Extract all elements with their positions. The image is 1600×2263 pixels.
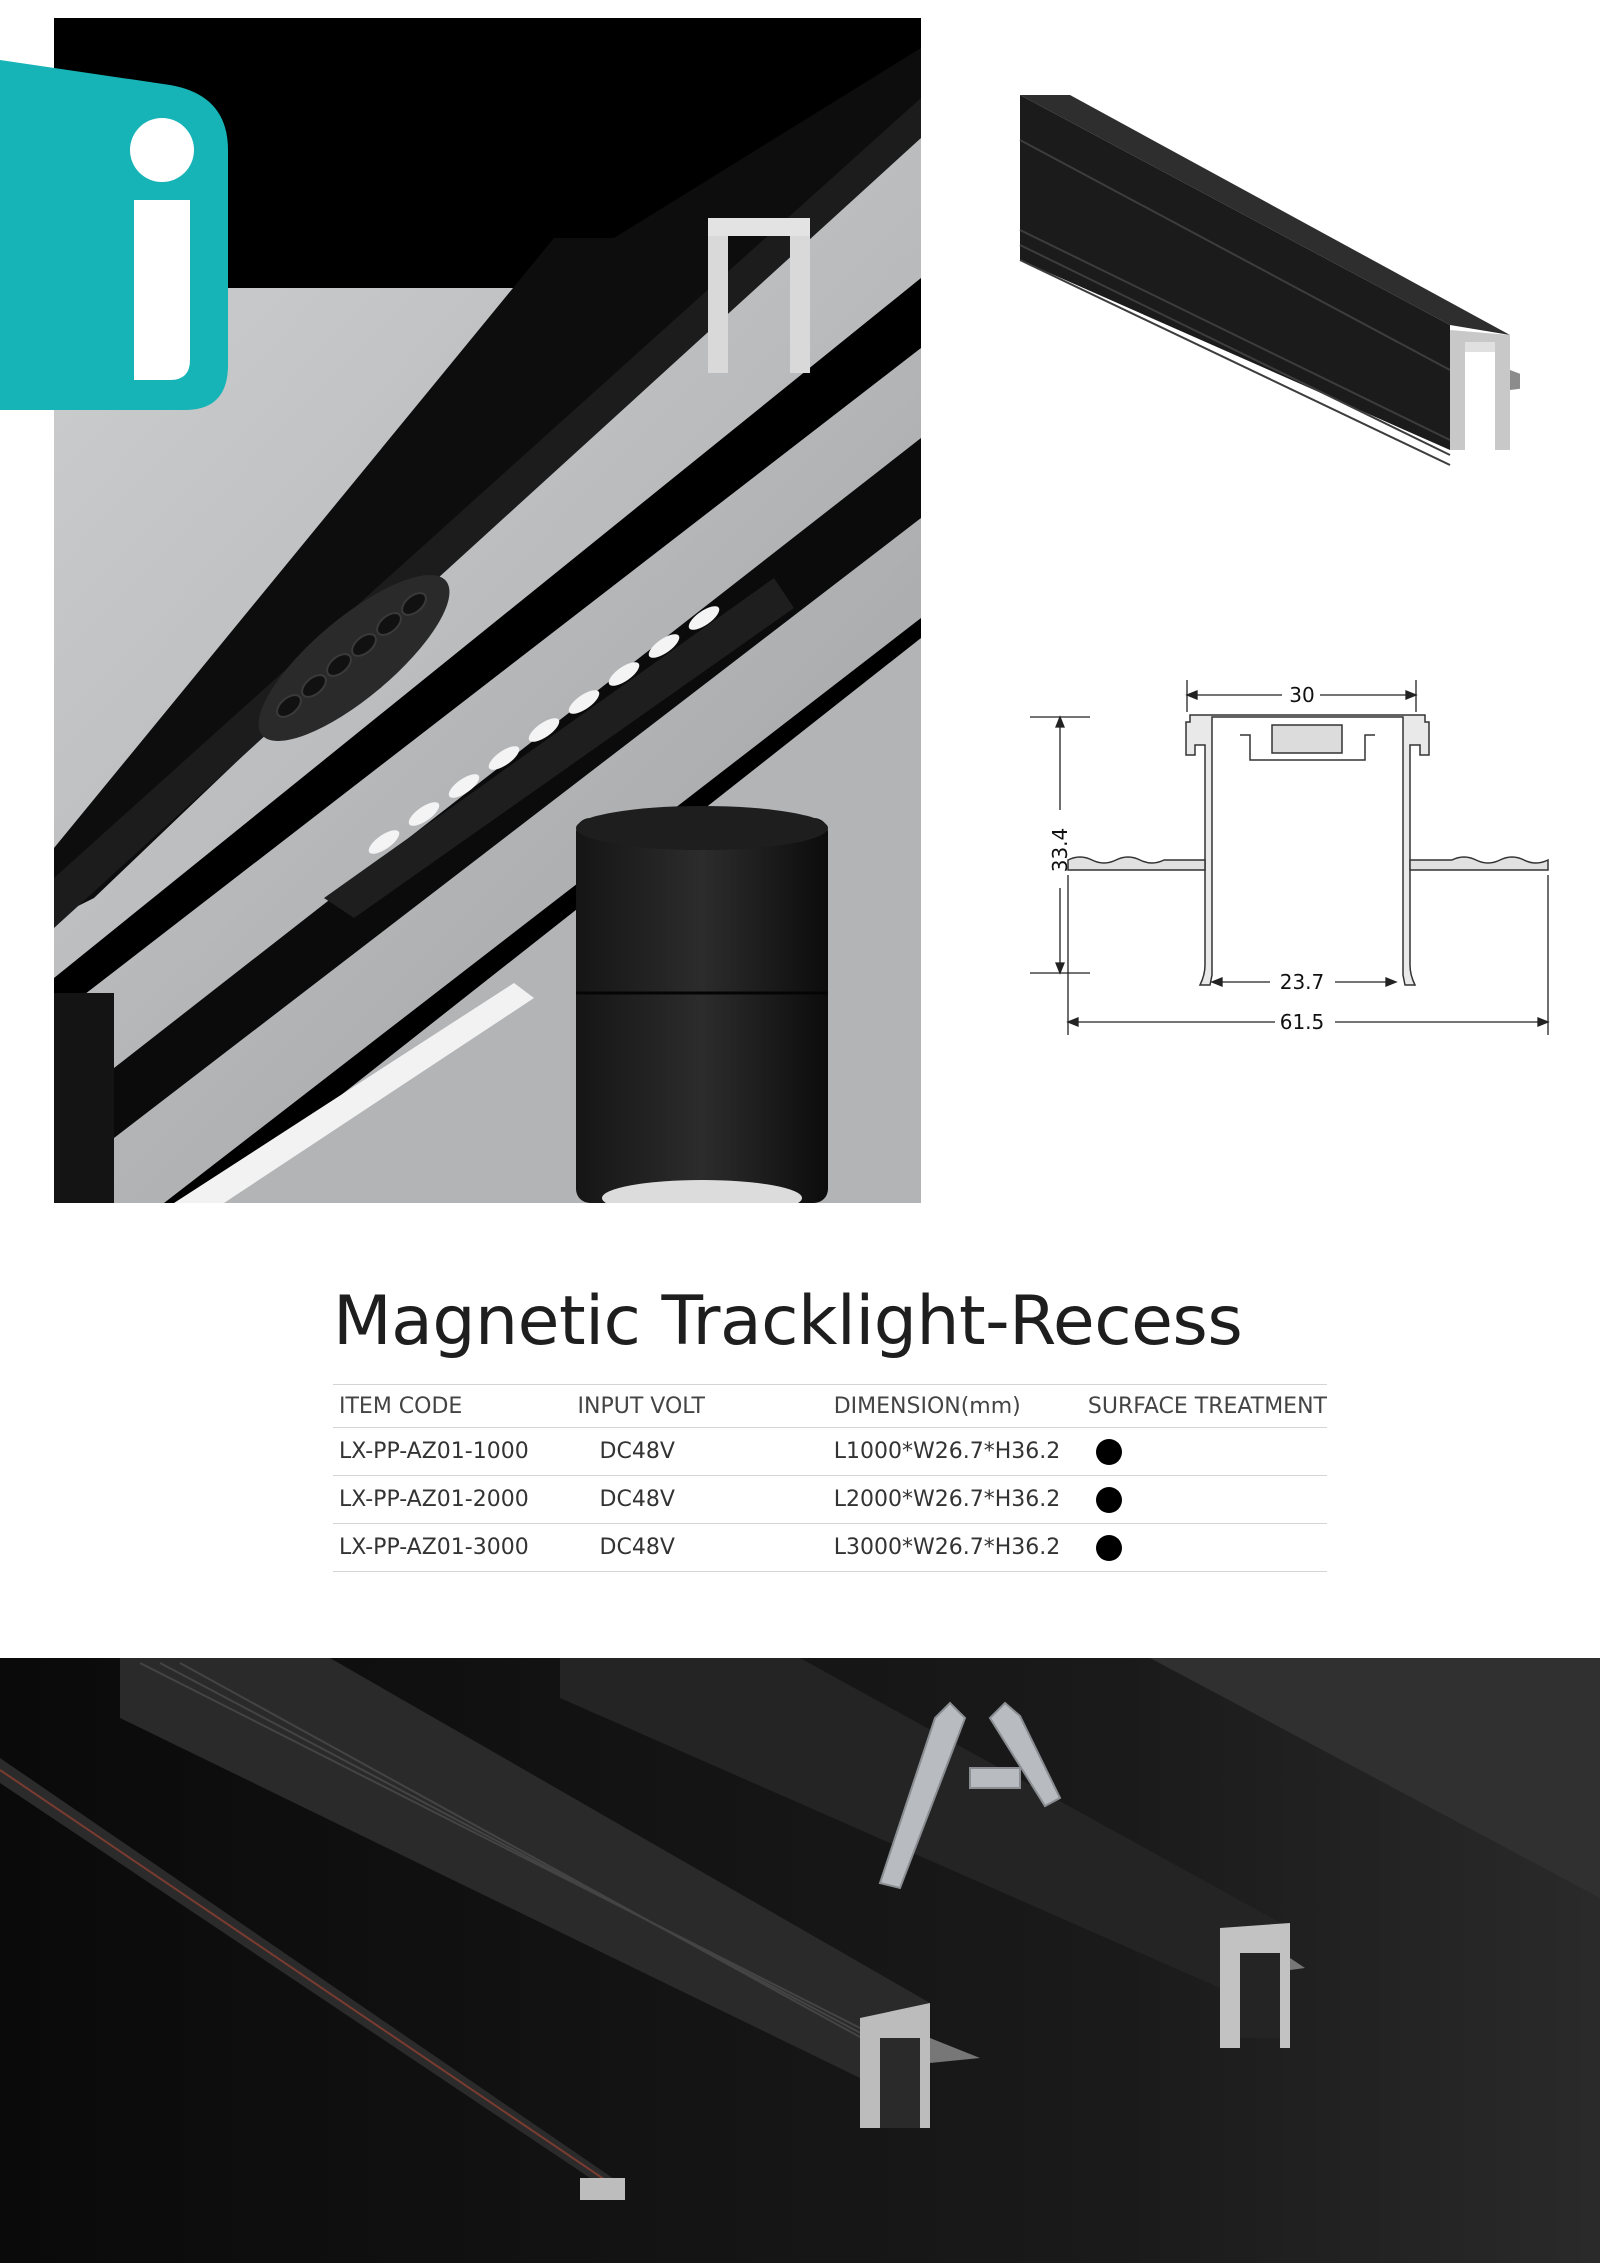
input-volt-cell: DC48V bbox=[577, 1427, 834, 1476]
col-dimension: DIMENSION(mm) bbox=[833, 1384, 1088, 1428]
dim-total-label: 61.5 bbox=[1280, 1010, 1325, 1034]
black-finish-dot-icon bbox=[1095, 1534, 1122, 1561]
dim-width-label: 30 bbox=[1289, 683, 1314, 707]
profile-3d-render bbox=[1019, 95, 1520, 466]
black-finish-dot-icon bbox=[1095, 1438, 1122, 1465]
product-title: Magnetic Tracklight-Recess bbox=[333, 1282, 1243, 1361]
item-code-cell: LX-PP-AZ01-1000 bbox=[333, 1427, 578, 1476]
black-finish-dot-icon bbox=[1095, 1486, 1122, 1513]
col-input-volt: INPUT VOLT bbox=[577, 1384, 834, 1428]
input-volt-cell: DC48V bbox=[577, 1475, 834, 1524]
surface-cell bbox=[1087, 1427, 1327, 1476]
item-code-cell: LX-PP-AZ01-2000 bbox=[333, 1475, 578, 1524]
dimension-cell: L1000*W26.7*H36.2 bbox=[833, 1427, 1088, 1476]
table-header-row: ITEM CODE INPUT VOLT DIMENSION(mm) SURFA… bbox=[333, 1384, 1327, 1428]
col-item-code: ITEM CODE bbox=[333, 1384, 578, 1428]
item-code-cell: LX-PP-AZ01-3000 bbox=[333, 1523, 578, 1572]
dimension-cell: L3000*W26.7*H36.2 bbox=[833, 1523, 1088, 1572]
dim-height-label: 33.4 bbox=[1048, 828, 1072, 873]
brand-i-logo-icon bbox=[0, 60, 228, 410]
col-surface-treatment: SURFACE TREATMENT bbox=[1087, 1384, 1327, 1428]
dim-inner-label: 23.7 bbox=[1280, 970, 1325, 994]
surface-cell bbox=[1087, 1523, 1327, 1572]
surface-cell bbox=[1087, 1475, 1327, 1524]
cross-section-diagram: 30 23.7 61.5 33.4 bbox=[1030, 680, 1550, 1035]
table-row: LX-PP-AZ01-2000 DC48V L2000*W26.7*H36.2 bbox=[333, 1475, 1327, 1524]
table-row: LX-PP-AZ01-3000 DC48V L3000*W26.7*H36.2 bbox=[333, 1523, 1327, 1572]
footer-profiles-render bbox=[0, 1658, 1600, 2263]
table-row: LX-PP-AZ01-1000 DC48V L1000*W26.7*H36.2 bbox=[333, 1427, 1327, 1476]
input-volt-cell: DC48V bbox=[577, 1523, 834, 1572]
spec-table: ITEM CODE INPUT VOLT DIMENSION(mm) SURFA… bbox=[333, 1384, 1327, 1572]
dimension-cell: L2000*W26.7*H36.2 bbox=[833, 1475, 1088, 1524]
hero-product-render bbox=[54, 18, 921, 1203]
